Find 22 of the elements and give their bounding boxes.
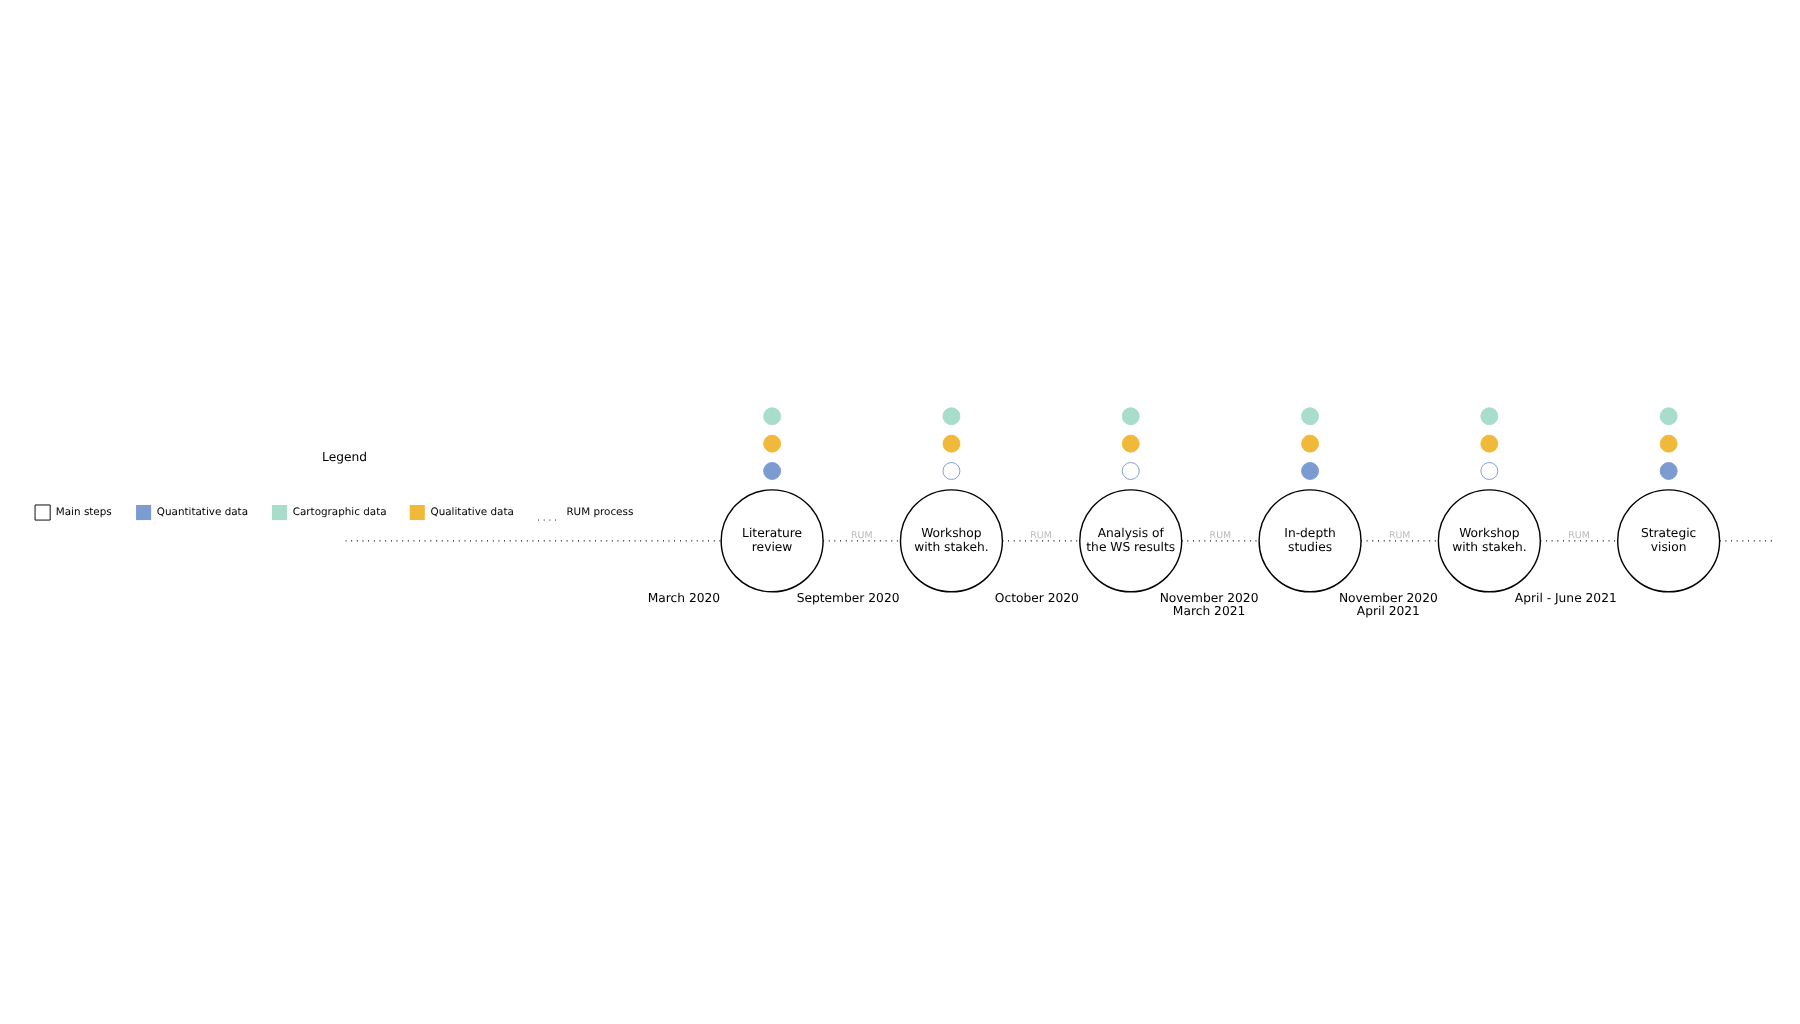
node-circle [1659,433,1678,452]
node-circle [1301,461,1319,479]
node-circle [1480,433,1499,452]
node-circle [1121,406,1140,425]
node-circle [1480,406,1499,425]
node-circle [763,433,782,452]
node-circle [942,406,961,425]
connector [1539,539,1619,541]
node-circle [1659,406,1678,425]
connector [1718,539,1776,541]
node-circle [942,433,961,452]
connector [1360,539,1439,541]
node-circle [1121,461,1140,479]
node-circle [1121,433,1140,452]
node-circle [1480,461,1499,479]
connector [822,539,901,541]
node-circle [763,406,782,425]
node-circle [1659,461,1678,479]
node-circle [942,461,961,479]
node-circle [1301,433,1319,452]
node-circle [1301,406,1319,425]
node-circle [763,461,782,479]
